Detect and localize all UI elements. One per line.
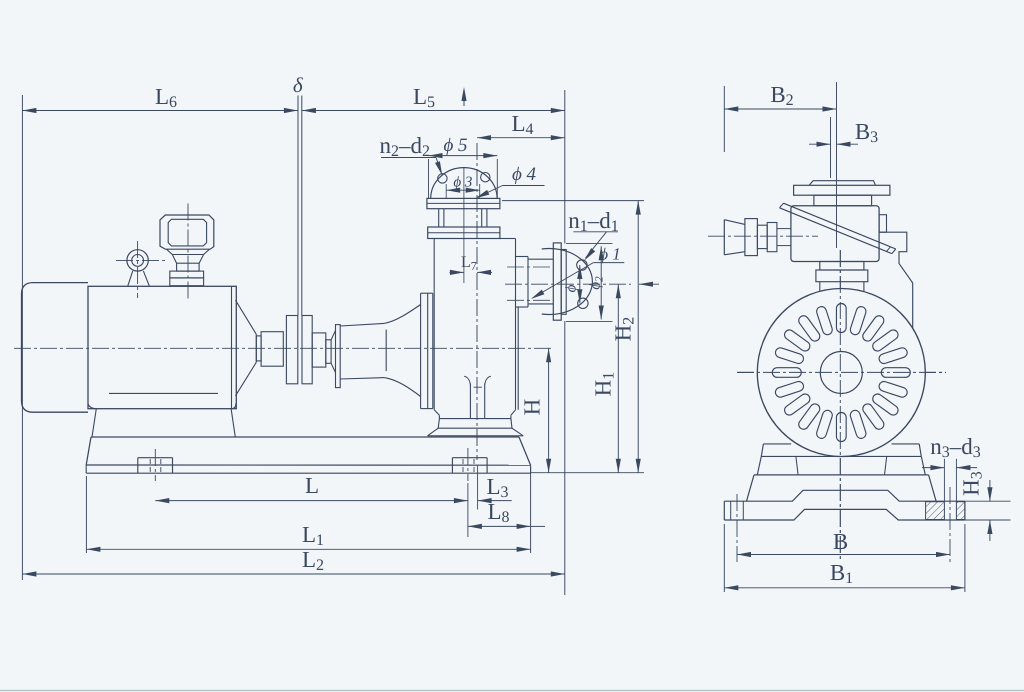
- svg-text:B: B: [833, 529, 848, 554]
- svg-text:n2–d2: n2–d2: [380, 133, 431, 160]
- svg-text:ϕ: ϕ: [564, 284, 580, 292]
- svg-text:n3–d3: n3–d3: [930, 434, 981, 461]
- svg-text:L7: L7: [461, 254, 477, 273]
- svg-text:ϕ 5: ϕ 5: [443, 135, 467, 156]
- svg-text:ϕ 4: ϕ 4: [512, 164, 537, 185]
- svg-text:L: L: [305, 473, 319, 498]
- svg-text:δ: δ: [293, 73, 304, 97]
- svg-text:ϕ 1: ϕ 1: [599, 245, 621, 264]
- svg-text:H: H: [520, 399, 545, 416]
- svg-text:n1–d1: n1–d1: [568, 208, 619, 235]
- svg-text:ϕ 3: ϕ 3: [453, 175, 472, 191]
